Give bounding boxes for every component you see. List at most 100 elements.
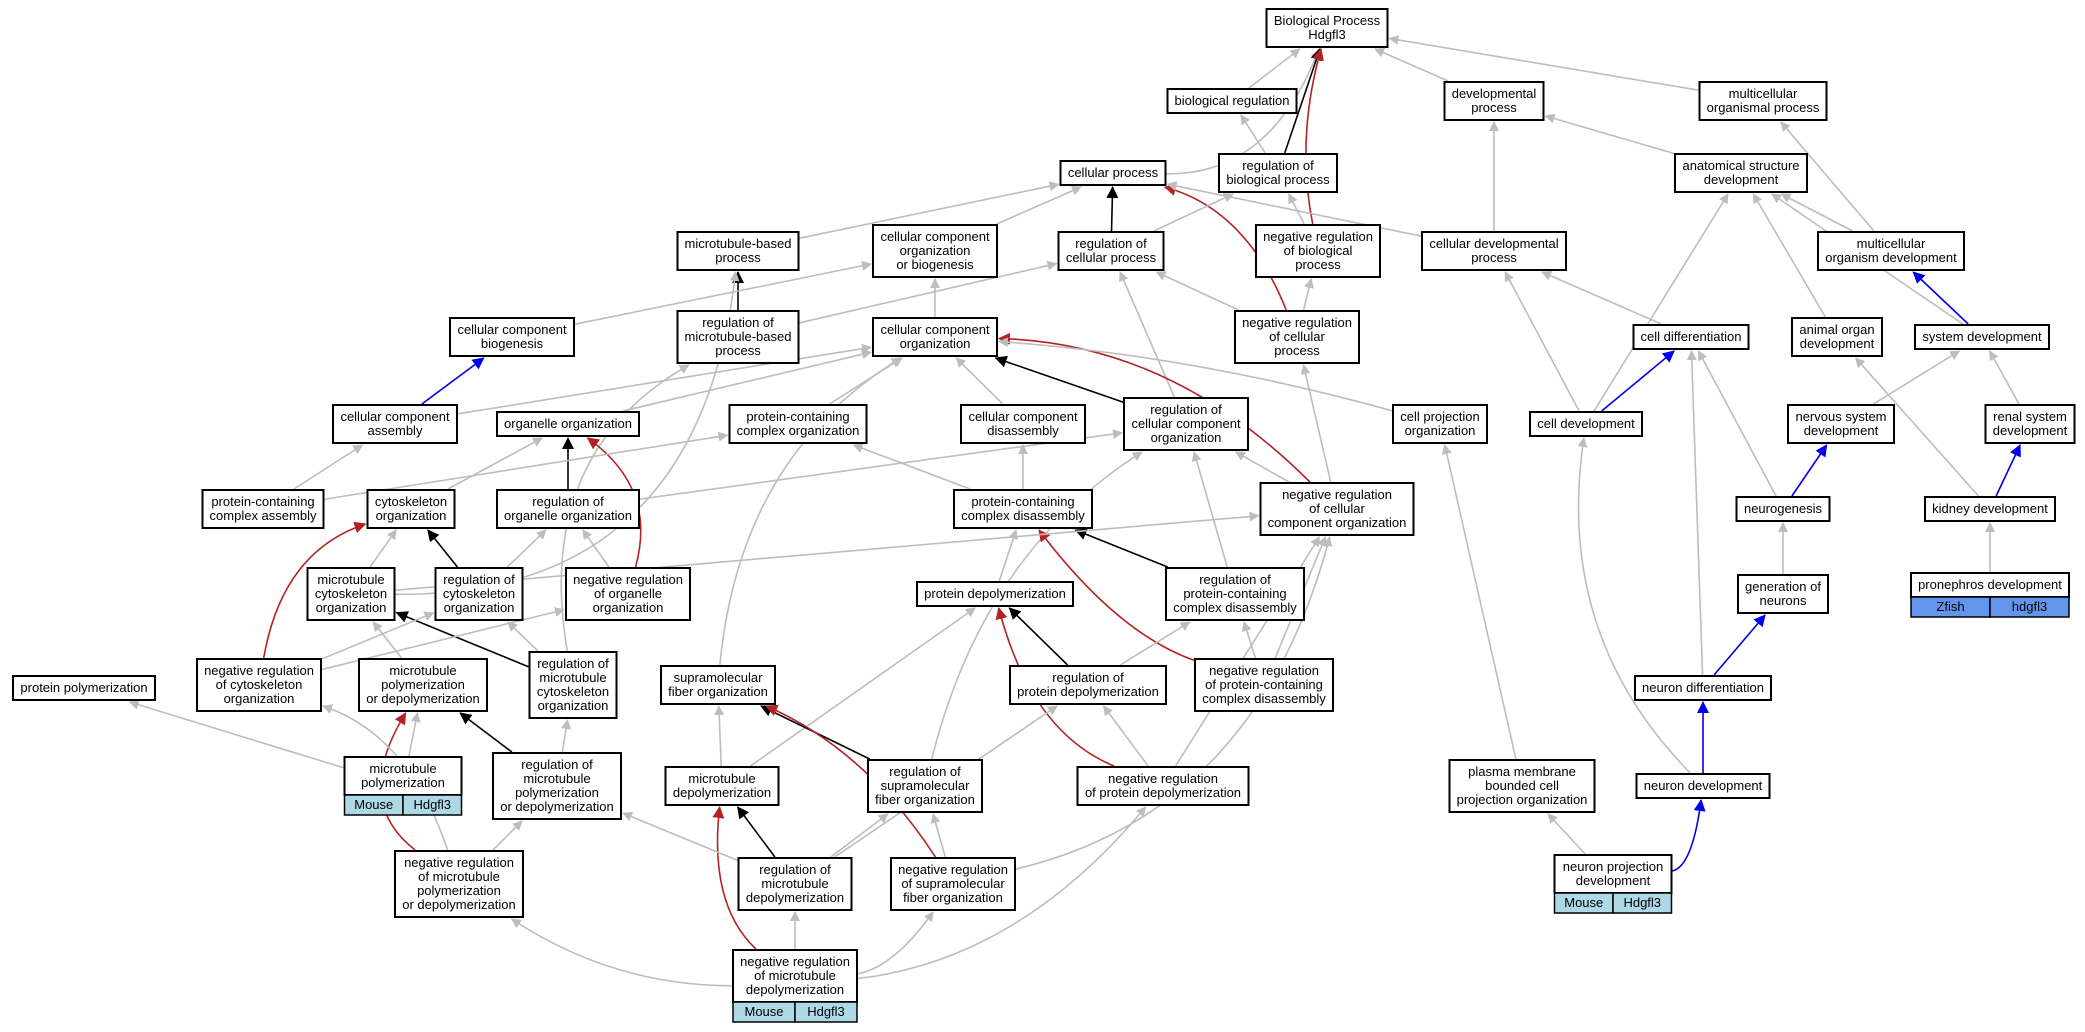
species-tag: Mouse	[354, 797, 393, 812]
go-term-node[interactable]: cell differentiation	[1632, 324, 1750, 350]
node-label-line: or depolymerization	[500, 799, 613, 814]
go-term-node[interactable]: neurogenesis	[1735, 496, 1831, 522]
edge-regprotdepol-to-protdepol	[1008, 607, 1069, 666]
gene-tag: Hdgfl3	[1623, 895, 1661, 910]
go-term-node[interactable]: regulation ofmicrotubulecytoskeletonorga…	[528, 651, 618, 719]
node-label-line: of microtubule	[418, 869, 500, 884]
node-box	[960, 404, 1086, 444]
node-label-line: or depolymerization	[366, 691, 479, 706]
edge-regmtcytoorg-to-regcytoorg	[507, 621, 539, 652]
node-box	[1553, 854, 1673, 894]
go-term-node[interactable]: system development	[1914, 324, 2050, 350]
go-term-node[interactable]: kidney development	[1924, 496, 2056, 522]
gene-tag-cell	[402, 794, 463, 816]
node-box	[1448, 759, 1596, 813]
node-box	[1674, 153, 1808, 193]
go-term-node[interactable]: cellular process	[1059, 160, 1167, 186]
go-term-node[interactable]: neuron differentiation	[1634, 675, 1772, 701]
node-label-line: organization	[444, 600, 515, 615]
edge-negregorgorg-to-regorgorg	[582, 529, 610, 568]
node-label-line: of organelle	[594, 586, 662, 601]
edge-negregccorg-to-ccorg	[998, 332, 1311, 483]
node-label-line: cellular component	[968, 409, 1078, 424]
edge-supfiberorg-to-ccorg	[719, 357, 902, 666]
node-box	[358, 658, 488, 712]
node-label-line: anatomical structure	[1682, 158, 1799, 173]
edge-regccorg-to-ccorg	[994, 355, 1124, 403]
edge-negregmtdepol-to-mtdepol	[712, 806, 757, 950]
go-term-node[interactable]: protein polymerization	[12, 675, 156, 701]
go-term-node[interactable]: regulation ofmicrotubulepolymerizationor…	[492, 752, 622, 820]
edge-negregprotdepol-to-regprotdepol	[1102, 705, 1149, 767]
node-label-line: development	[1993, 423, 2068, 438]
node-box	[492, 752, 622, 820]
node-label-line: development	[1804, 423, 1879, 438]
go-term-node[interactable]: biological regulation	[1166, 88, 1298, 114]
edge-regmtpolydepol-to-mtpolydepol	[459, 712, 513, 753]
go-term-node[interactable]: cell development	[1529, 411, 1643, 437]
go-term-node[interactable]: organelle organization	[496, 411, 640, 437]
node-label-line: fiber organization	[875, 792, 975, 807]
node-label-line: regulation of	[1052, 670, 1124, 685]
node-box	[1924, 496, 2056, 522]
node-box	[1914, 324, 2050, 350]
node-box	[1984, 404, 2076, 444]
go-term-node[interactable]: protein depolymerization	[916, 581, 1074, 607]
node-label-line: organization	[900, 336, 971, 351]
node-label-line: renal system	[1993, 409, 2067, 424]
go-term-node[interactable]: neuron development	[1635, 773, 1771, 799]
node-label-line: regulation of	[1075, 236, 1147, 251]
edge-negregmtdepol-to-negregmtpolydepol	[510, 918, 733, 987]
node-label-line: cellular component	[880, 322, 990, 337]
